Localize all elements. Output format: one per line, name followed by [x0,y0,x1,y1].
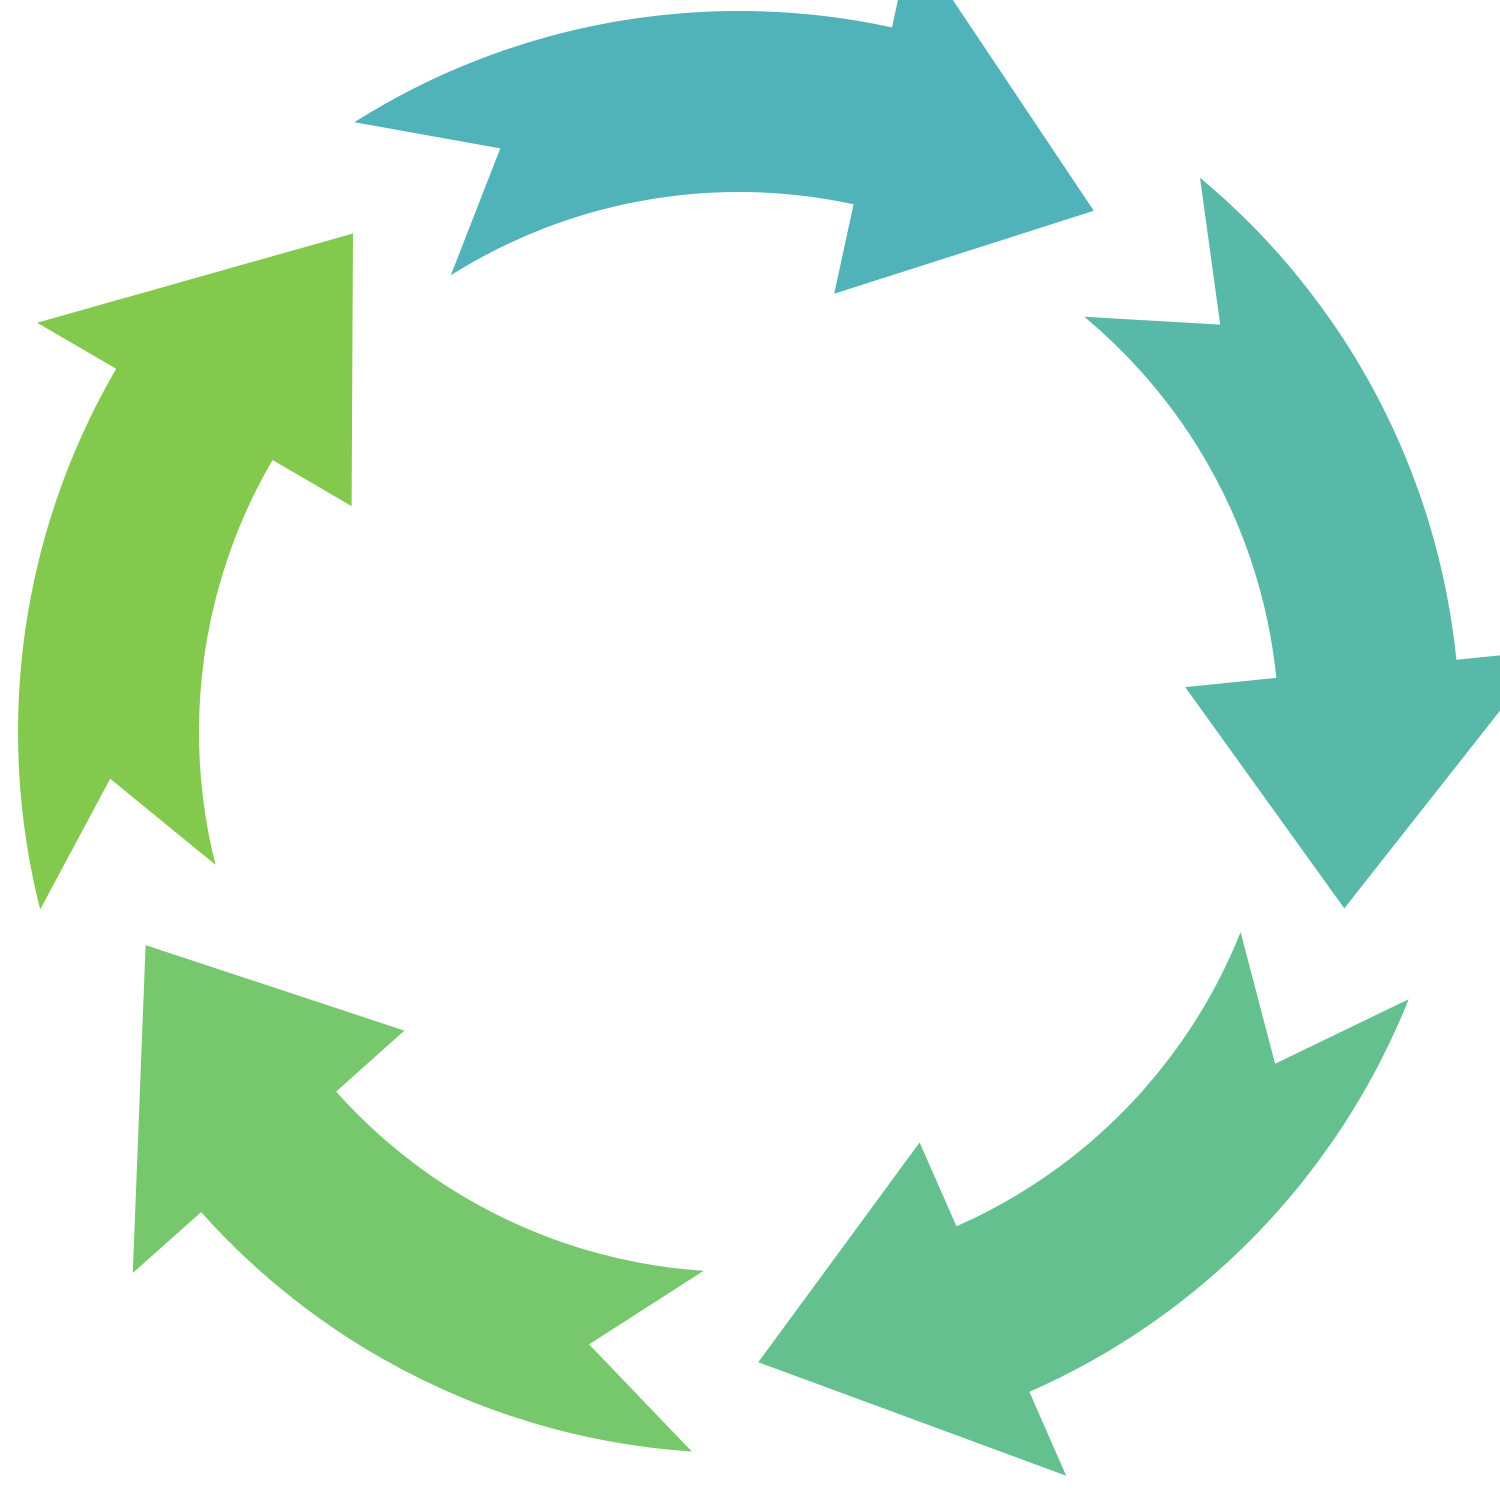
cycle-arrow-2 [1084,177,1500,909]
cycle-arrow-1 [354,0,1094,294]
cycle-arrows [18,0,1500,1476]
cycle-arrow-4 [132,945,704,1452]
cycle-arrow-3 [758,932,1409,1476]
cycle-arrow-5 [18,233,353,910]
